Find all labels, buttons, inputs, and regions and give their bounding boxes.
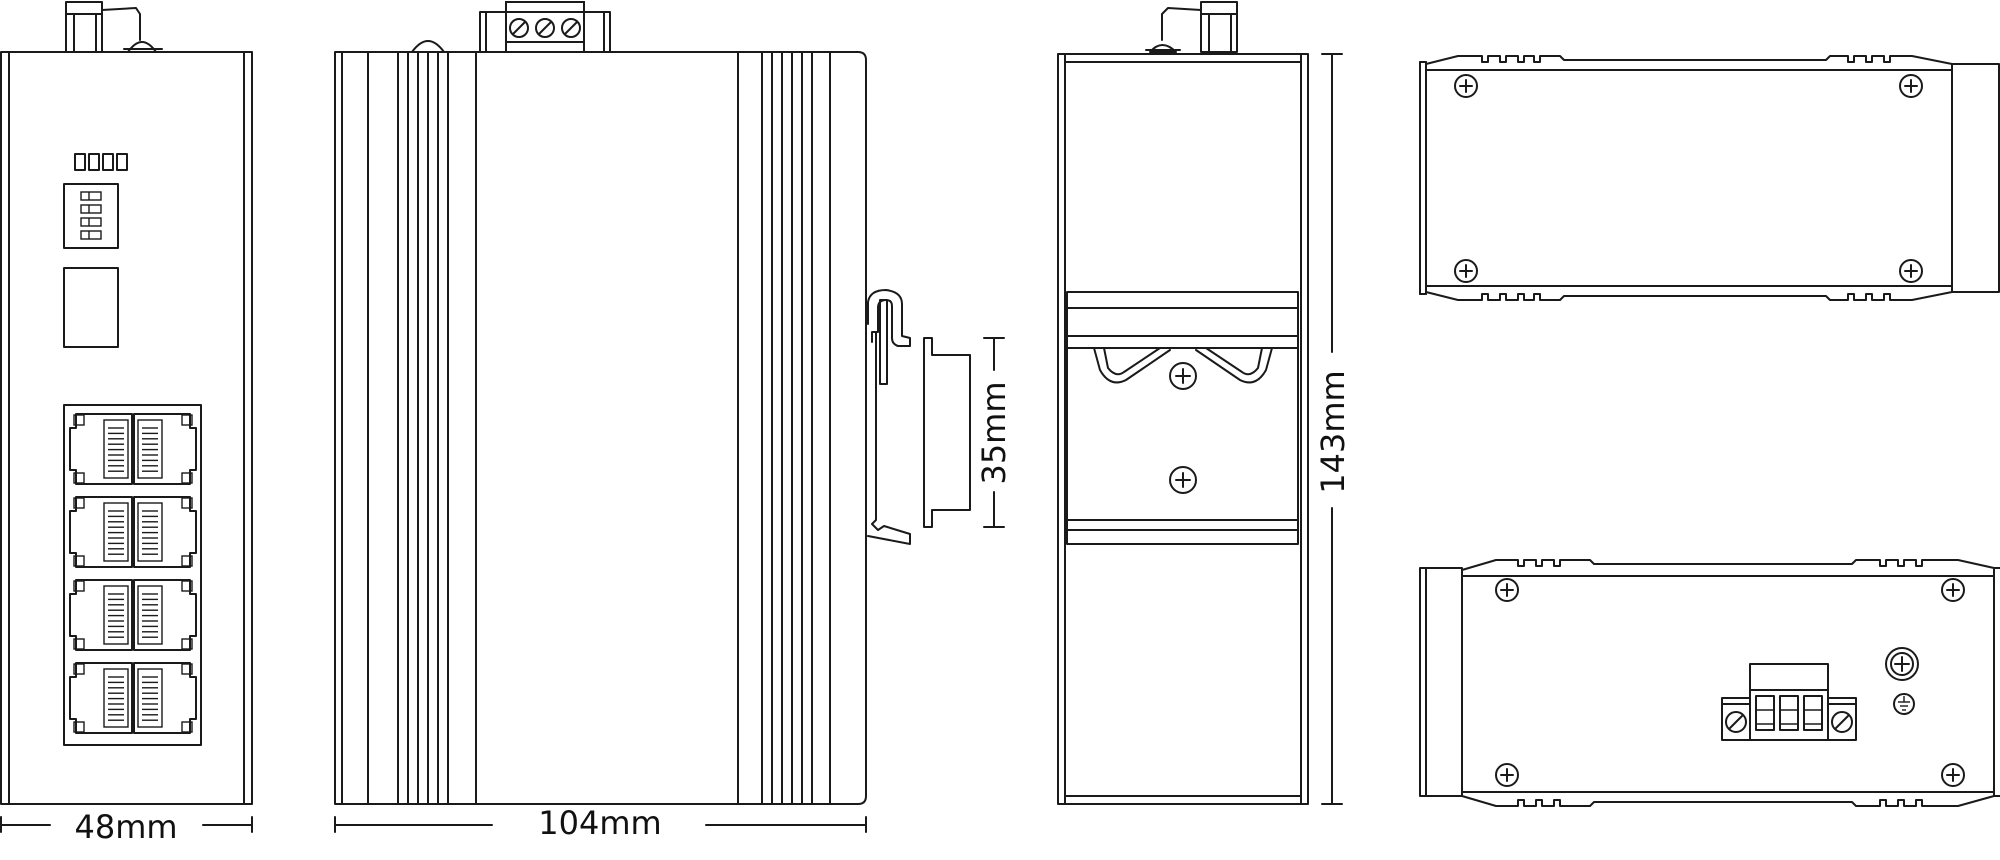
- side-heat-fins: [341, 51, 831, 805]
- screw-icon: [1495, 763, 1519, 787]
- rear-top-clip: [1145, 1, 1238, 53]
- dimension-height-label: 143mm: [1314, 370, 1352, 493]
- rj45-port: [69, 496, 133, 568]
- dimension-width-label: 48mm: [74, 808, 177, 846]
- console-port: [63, 267, 119, 348]
- screw-icon: [1454, 259, 1478, 283]
- bottom-view: [1419, 559, 2000, 807]
- top-view: [1419, 55, 2000, 301]
- rj45-port: [133, 579, 197, 651]
- rj45-port: [133, 662, 197, 734]
- screw-icon: [1169, 466, 1197, 494]
- dimension-width: 48mm: [0, 808, 253, 846]
- screw-icon: [1941, 763, 1965, 787]
- screw-icon: [1899, 74, 1923, 98]
- rj45-port: [69, 662, 133, 734]
- screw-icon: [1495, 578, 1519, 602]
- rj45-port: [133, 413, 197, 485]
- dimension-depth-label: 104mm: [538, 804, 661, 842]
- din-rail-profile: [923, 337, 971, 528]
- rear-view: 143mm: [1057, 1, 1352, 805]
- dip-switch: [63, 183, 119, 249]
- dimension-din-rail-label: 35mm: [975, 381, 1013, 484]
- front-view: 48mm: [0, 1, 253, 846]
- rear-din-bracket: [1066, 291, 1299, 545]
- rj45-port-block: [63, 404, 202, 746]
- screw-icon: [1899, 259, 1923, 283]
- power-terminal-connector: [1721, 663, 1857, 741]
- ground-screw: [1885, 647, 1919, 681]
- rj45-port: [69, 579, 133, 651]
- dimension-din-rail: 35mm: [975, 337, 1013, 528]
- dimension-height: 143mm: [1314, 53, 1352, 805]
- side-terminal-block: [479, 1, 611, 53]
- dimension-depth: 104mm: [334, 804, 867, 842]
- screw-icon: [1454, 74, 1478, 98]
- front-top-clip: [65, 1, 163, 53]
- rj45-port: [133, 496, 197, 568]
- side-din-clip: [867, 289, 911, 545]
- rj45-port: [69, 413, 133, 485]
- front-led-group: [74, 153, 128, 171]
- side-view: 35mm 104mm: [334, 1, 1013, 842]
- screw-icon: [1169, 362, 1197, 390]
- ground-icon: [1893, 693, 1915, 715]
- screw-icon: [1941, 578, 1965, 602]
- side-top-screw: [411, 40, 445, 53]
